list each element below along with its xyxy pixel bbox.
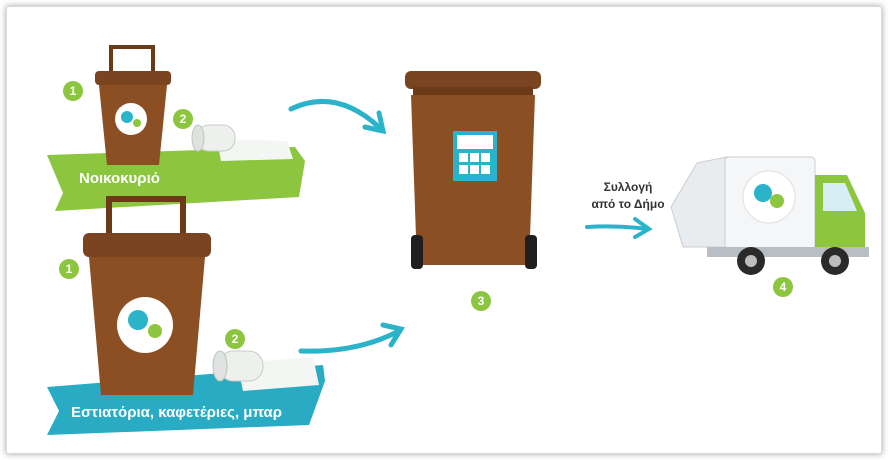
arrow-icon [587, 219, 649, 237]
garbage-truck-icon [671, 157, 869, 275]
business-caddy-icon [83, 199, 211, 395]
business-label: Εστιατόρια, καφετέριες, μπαρ [71, 404, 282, 421]
household-label: Νοικοκυριό [79, 170, 160, 187]
arrow-icon [301, 325, 401, 351]
step-badge-3: 3 [471, 291, 491, 311]
collection-label: Συλλογή από το Δήμο [573, 179, 683, 213]
household-caddy-icon [95, 47, 171, 165]
step-badge-1-household: 1 [63, 81, 83, 101]
recycling-flow-diagram: Νοικοκυριό Εστιατόρια, καφετέριες, μπαρ … [6, 6, 882, 454]
wheelie-bin-icon [405, 71, 541, 269]
arrow-icon [291, 101, 383, 131]
diagram-canvas [7, 7, 881, 453]
step-badge-4: 4 [773, 277, 793, 297]
collection-label-line1: Συλλογή [573, 179, 683, 196]
collection-label-line2: από το Δήμο [573, 196, 683, 213]
step-badge-1-business: 1 [59, 259, 79, 279]
step-badge-2-business: 2 [225, 329, 245, 349]
step-badge-2-household: 2 [173, 109, 193, 129]
